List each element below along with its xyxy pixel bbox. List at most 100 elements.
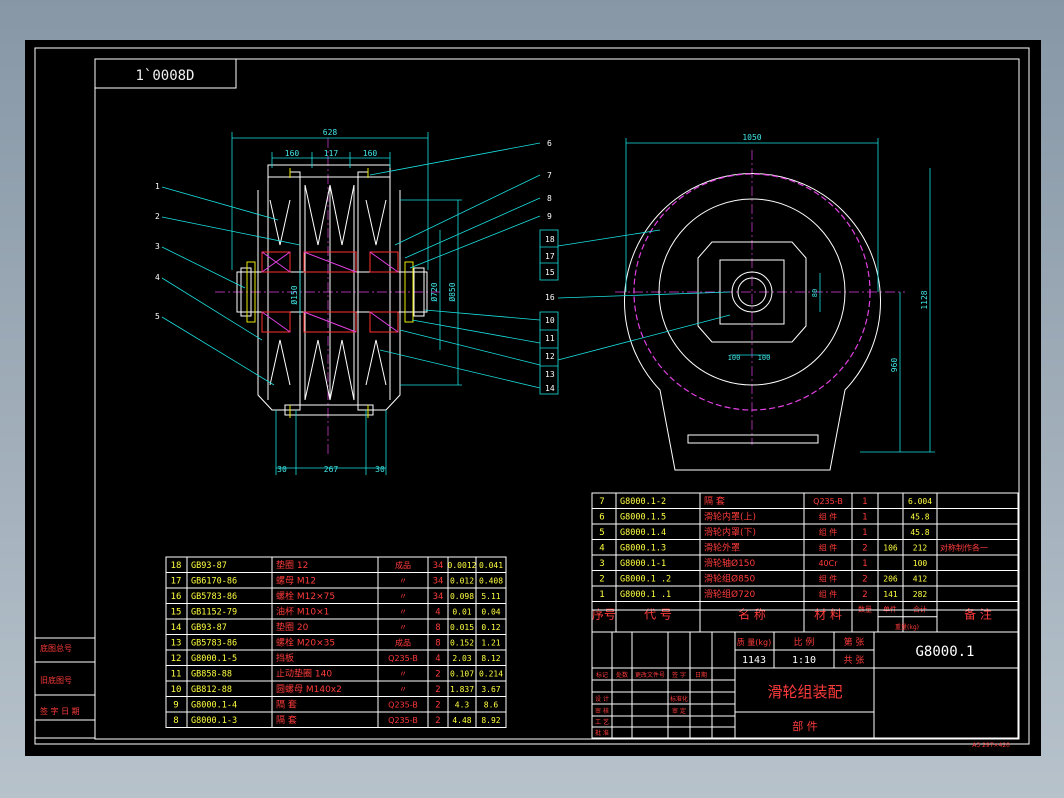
role-0: 设 计 bbox=[595, 695, 609, 703]
dim-bottom-mid: 267 bbox=[324, 465, 339, 474]
part-7-code: G8000.1-2 bbox=[620, 497, 666, 507]
header-col-1: 代 号 bbox=[644, 608, 672, 622]
part-2-mat: 组 件 bbox=[819, 574, 838, 584]
dim-side-sub-h: 960 bbox=[890, 358, 899, 373]
dim-d850: Ø850 bbox=[447, 282, 457, 301]
scale-label: 比 例 bbox=[794, 636, 815, 648]
part-8-name: 隔 套 bbox=[276, 714, 297, 726]
part-10-qty: 2 bbox=[435, 685, 440, 695]
rev-h-2: 更改文件号 bbox=[635, 671, 665, 679]
callout-14: 14 bbox=[545, 384, 555, 393]
part-15-code: GB1152-79 bbox=[191, 608, 237, 618]
part-7-qty: 1 bbox=[862, 497, 867, 507]
part-5-no: 5 bbox=[599, 528, 604, 538]
part-18-unit: 0.0012 bbox=[448, 561, 477, 570]
part-10-no: 10 bbox=[171, 685, 182, 695]
header-col-0: 序号 bbox=[592, 607, 616, 622]
role-right-1: 审 定 bbox=[672, 707, 686, 715]
part-3-mat: 40Cr bbox=[818, 559, 838, 568]
total-sheets-label: 共 张 bbox=[844, 655, 865, 666]
rev-h-1: 处数 bbox=[616, 671, 628, 679]
part-3-name: 滑轮轴Ø150 bbox=[704, 557, 756, 569]
part-1-code: G8000.1 .1 bbox=[620, 590, 671, 600]
header-col-2: 名 称 bbox=[738, 607, 766, 622]
dim-side-100a: 100 bbox=[728, 354, 741, 362]
callout-6: 6 bbox=[547, 139, 552, 148]
part-14-unit: 0.015 bbox=[450, 623, 474, 632]
side-label-0: 底图总号 bbox=[40, 643, 72, 653]
part-4-name: 滑轮外罩 bbox=[704, 542, 740, 554]
part-8-qty: 2 bbox=[435, 716, 440, 726]
side-view: 1050 1128 960 100 100 80 18 17 15 16 bbox=[539, 133, 935, 471]
part-1-total: 282 bbox=[913, 590, 928, 599]
part-11-code: GB858-88 bbox=[191, 670, 232, 680]
part-18-code: GB93-87 bbox=[191, 561, 227, 571]
dim-side-width: 1050 bbox=[742, 133, 761, 142]
part-18-qty: 34 bbox=[433, 561, 444, 571]
part-18-no: 18 bbox=[171, 561, 182, 571]
callout-16: 16 bbox=[545, 293, 555, 302]
callout-17: 17 bbox=[545, 252, 555, 261]
part-18-total: 0.041 bbox=[479, 561, 503, 570]
header-col-7: 备 注 bbox=[964, 607, 992, 622]
part-18-mat: 成品 bbox=[395, 560, 411, 570]
part-15-mat: 〃 bbox=[399, 608, 407, 617]
dim-bottom-left: 30 bbox=[277, 465, 287, 474]
part-11-mat: 〃 bbox=[399, 670, 407, 679]
callout-18: 18 bbox=[545, 235, 555, 244]
part-17-code: GB6170-86 bbox=[191, 577, 237, 587]
part-6-qty: 1 bbox=[862, 513, 867, 523]
dim-d720: Ø720 bbox=[429, 282, 439, 301]
part-11-no: 11 bbox=[171, 670, 182, 680]
part-13-qty: 8 bbox=[435, 639, 440, 649]
part-9-total: 8.6 bbox=[484, 701, 499, 710]
dim-side-80: 80 bbox=[811, 289, 819, 297]
part-4-no: 4 bbox=[599, 544, 604, 554]
side-label-1: 旧底图号 bbox=[40, 675, 72, 685]
part-5-mat: 组 件 bbox=[819, 527, 838, 537]
callout-4: 4 bbox=[155, 273, 160, 282]
part-16-total: 5.11 bbox=[481, 592, 500, 601]
outer-frame bbox=[34, 47, 1030, 745]
callout-9: 9 bbox=[547, 212, 552, 221]
part-9-qty: 2 bbox=[435, 701, 440, 711]
part-1-qty: 2 bbox=[862, 590, 867, 600]
header-col-3: 材 料 bbox=[814, 608, 842, 622]
callout-13: 13 bbox=[545, 370, 555, 379]
part-4-unit: 106 bbox=[883, 544, 898, 553]
part-16-code: GB5783-86 bbox=[191, 592, 237, 602]
part-4-code: G8000.1.3 bbox=[620, 544, 666, 554]
drawing-background bbox=[25, 40, 1041, 756]
part-16-no: 16 bbox=[171, 592, 182, 602]
callout-10: 10 bbox=[545, 316, 555, 325]
part-2-qty: 2 bbox=[862, 575, 867, 585]
part-5-total: 45.8 bbox=[910, 528, 929, 537]
part-6-code: G8000.1.5 bbox=[620, 513, 666, 523]
dim-side-height: 1128 bbox=[920, 290, 929, 309]
rev-h-4: 日期 bbox=[695, 671, 707, 679]
part-17-mat: 〃 bbox=[399, 577, 407, 586]
part-7-no: 7 bbox=[599, 497, 604, 507]
part-14-mat: 〃 bbox=[399, 623, 407, 632]
part-2-name: 滑轮组Ø850 bbox=[704, 573, 756, 585]
part-2-code: G8000.1 .2 bbox=[620, 575, 671, 585]
side-label-strip: 底图总号 旧底图号 签 字 日 期 bbox=[34, 637, 96, 739]
part-13-no: 13 bbox=[171, 639, 182, 649]
dim-shaft-dia: Ø150 bbox=[289, 285, 299, 304]
part-10-name: 圆螺母 M140x2 bbox=[276, 684, 342, 695]
part-1-unit: 141 bbox=[883, 590, 898, 599]
part-12-total: 8.12 bbox=[481, 654, 500, 663]
part-15-unit: 0.01 bbox=[452, 608, 471, 617]
callout-2: 2 bbox=[155, 212, 160, 221]
part-4-qty: 2 bbox=[862, 544, 867, 554]
part-3-code: G8000.1-1 bbox=[620, 559, 666, 569]
code-text: 1`0008D bbox=[135, 68, 194, 84]
part-12-qty: 4 bbox=[435, 654, 440, 664]
part-2-total: 412 bbox=[913, 575, 928, 584]
part-5-qty: 1 bbox=[862, 528, 867, 538]
drawing-title: 滑轮组装配 bbox=[767, 683, 842, 701]
part-15-name: 油杯 M10×1 bbox=[276, 606, 329, 618]
part-1-mat: 组 件 bbox=[819, 589, 838, 599]
part-2-unit: 206 bbox=[883, 575, 898, 584]
